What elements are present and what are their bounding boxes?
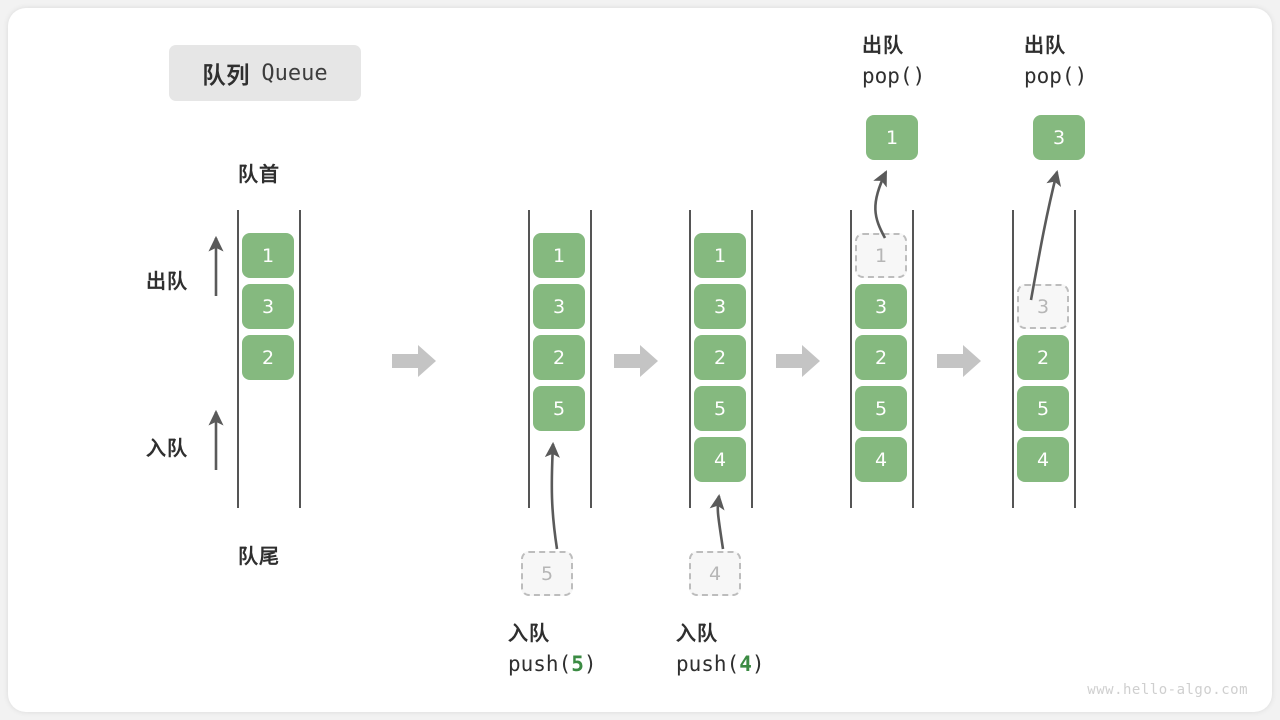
queue-slot: 1 (533, 233, 585, 278)
queue-rail-left (528, 210, 530, 508)
title-en: Queue (261, 60, 328, 86)
caption-push-5: 入队 push(5) (508, 618, 597, 680)
queue-slot-ghost: 1 (855, 233, 907, 278)
step-arrow-1 (392, 343, 437, 383)
queue-rail-left (237, 210, 239, 508)
dequeue-axis-label: 出队 (146, 269, 188, 293)
queue-rail-left (850, 210, 852, 508)
queue-slot: 5 (533, 386, 585, 431)
queue-slot: 4 (855, 437, 907, 482)
caption-line-cn: 出队 (862, 33, 904, 57)
queue-rail-right (1074, 210, 1076, 508)
queue-rail-right (912, 210, 914, 508)
popped-item-1: 1 (866, 115, 918, 160)
caption-arg-value: 5 (571, 652, 584, 676)
queue-slot: 3 (694, 284, 746, 329)
title-cn: 队列 (202, 63, 251, 89)
queue-slot: 4 (694, 437, 746, 482)
caption-line-code: push(4) (676, 652, 765, 676)
pending-item-5: 5 (521, 551, 573, 596)
queue-rail-right (590, 210, 592, 508)
caption-push-4: 入队 push(4) (676, 618, 765, 680)
queue-slot: 4 (1017, 437, 1069, 482)
caption-line-code: pop() (1024, 64, 1088, 88)
caption-pop-2: 出队 pop() (1024, 30, 1087, 92)
popped-item-3: 3 (1033, 115, 1085, 160)
rear-label: 队尾 (238, 544, 280, 568)
queue-slot: 3 (533, 284, 585, 329)
queue-slot: 1 (694, 233, 746, 278)
caption-pop-1: 出队 pop() (862, 30, 925, 92)
queue-slot: 1 (242, 233, 294, 278)
queue-slot: 3 (242, 284, 294, 329)
enqueue-axis-label: 入队 (146, 436, 188, 460)
step-arrow-3 (776, 343, 821, 383)
caption-line-cn: 入队 (508, 621, 550, 645)
step-arrow-2 (614, 343, 659, 383)
queue-rail-right (299, 210, 301, 508)
pending-item-4: 4 (689, 551, 741, 596)
queue-slot: 2 (1017, 335, 1069, 380)
diagram-title: 队列 Queue (169, 45, 361, 101)
queue-slot: 2 (694, 335, 746, 380)
queue-slot: 2 (242, 335, 294, 380)
queue-slot: 3 (855, 284, 907, 329)
queue-slot-ghost: 3 (1017, 284, 1069, 329)
caption-line-code: pop() (862, 64, 926, 88)
watermark: www.hello-algo.com (1087, 682, 1248, 698)
front-label: 队首 (238, 162, 280, 186)
caption-line-code: push(5) (508, 652, 597, 676)
queue-slot: 2 (533, 335, 585, 380)
queue-rail-right (751, 210, 753, 508)
queue-slot: 2 (855, 335, 907, 380)
queue-slot: 5 (855, 386, 907, 431)
queue-slot: 5 (694, 386, 746, 431)
queue-rail-left (689, 210, 691, 508)
step-arrow-4 (937, 343, 982, 383)
caption-line-cn: 出队 (1024, 33, 1066, 57)
queue-slot: 5 (1017, 386, 1069, 431)
caption-arg-value: 4 (739, 652, 752, 676)
caption-line-cn: 入队 (676, 621, 718, 645)
queue-rail-left (1012, 210, 1014, 508)
